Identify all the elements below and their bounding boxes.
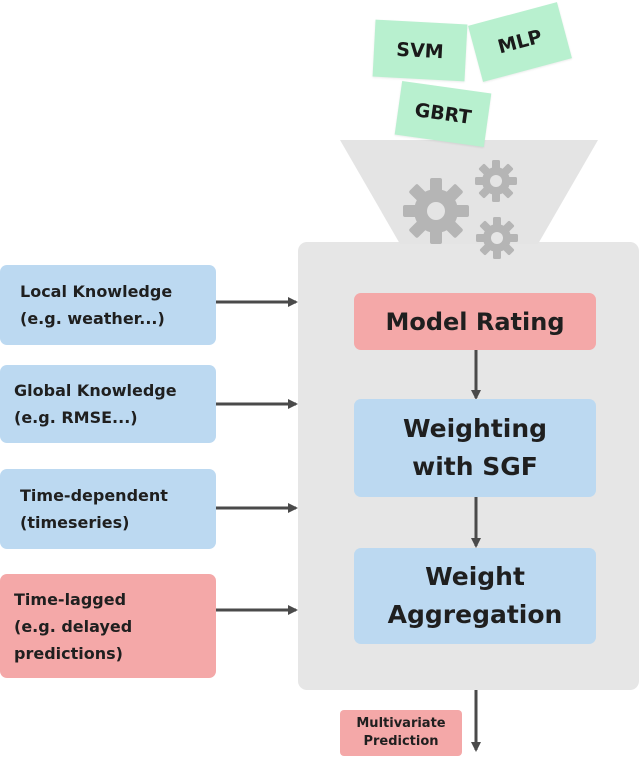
output-line1: Multivariate [356, 716, 446, 731]
model-chip-svm: SVM [372, 19, 468, 82]
model-chip-svm-label: SVM [395, 38, 445, 63]
model-chip-gbrt-label: GBRT [413, 99, 473, 129]
output-line2: Prediction [363, 734, 439, 749]
input-local-title: Local Knowledge [20, 282, 173, 301]
stage-model-rating-label: Model Rating [385, 307, 565, 336]
input-global-subtitle: (e.g. RMSE...) [14, 408, 138, 427]
stage-weighting-line2: with SGF [412, 452, 538, 481]
input-time-dependent-title: Time-dependent [20, 486, 168, 505]
input-time-dependent: Time-dependent (timeseries) [0, 469, 216, 549]
input-global-knowledge: Global Knowledge (e.g. RMSE...) [0, 365, 216, 443]
stage-weight-aggregation: Weight Aggregation [354, 548, 596, 644]
model-chip-mlp-label: MLP [495, 25, 545, 59]
stage-weighting-line1: Weighting [402, 414, 548, 443]
input-time-dependent-subtitle: (timeseries) [20, 513, 130, 532]
input-local-knowledge: Local Knowledge (e.g. weather...) [0, 265, 216, 345]
gears-icon [403, 160, 518, 259]
stage-aggregation-line1: Weight [425, 562, 525, 591]
input-time-lagged-title: Time-lagged [14, 589, 127, 609]
input-time-lagged-subtitle-2: predictions) [14, 643, 123, 663]
stage-weighting: Weighting with SGF [354, 399, 596, 497]
stage-aggregation-line2: Aggregation [387, 600, 563, 629]
funnel-icon [340, 140, 598, 244]
output-multivariate-prediction: Multivariate Prediction [340, 710, 462, 756]
stage-model-rating: Model Rating [354, 293, 596, 350]
input-local-subtitle: (e.g. weather...) [20, 309, 165, 328]
input-global-title: Global Knowledge [14, 381, 177, 400]
input-time-lagged-subtitle: (e.g. delayed [14, 616, 133, 636]
input-time-lagged: Time-lagged (e.g. delayed predictions) [0, 574, 216, 678]
